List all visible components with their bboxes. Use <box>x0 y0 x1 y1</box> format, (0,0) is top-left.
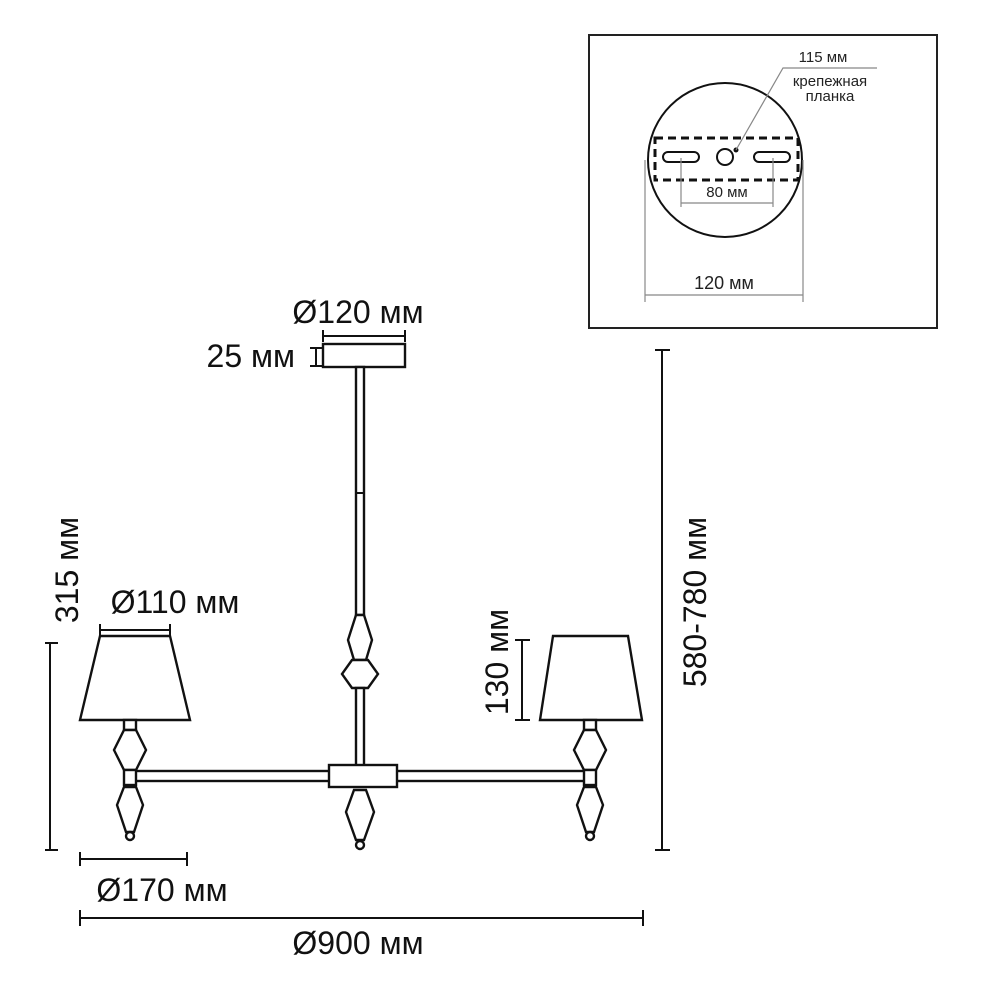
canopy-diameter-line <box>322 330 406 342</box>
right-ornament <box>572 728 608 772</box>
leader-label: 115 мм <box>799 49 848 66</box>
mounting-bracket <box>653 136 800 182</box>
left-ornament <box>112 728 148 772</box>
canopy-height-line <box>310 347 322 367</box>
lamp-diameter-line <box>79 852 188 866</box>
center-ornament-disc <box>340 658 380 690</box>
center-finial <box>354 839 366 851</box>
arm-height-line <box>45 642 58 851</box>
total-diameter-label: Ø900 мм <box>292 925 423 961</box>
right-finial <box>584 830 596 842</box>
lamp-diameter-label: Ø170 мм <box>96 872 227 908</box>
left-pendant <box>115 785 145 834</box>
right-socket <box>582 718 598 732</box>
slot-spacing-dimension <box>680 158 774 207</box>
canopy-circle <box>647 82 803 238</box>
rod <box>354 365 366 617</box>
dimensions: Ø120 мм 25 мм Ø110 мм 315 мм 130 мм 580-… <box>45 294 713 961</box>
leader-line <box>735 67 877 151</box>
total-diameter-line <box>79 910 644 926</box>
left-socket <box>122 718 138 732</box>
mounting-slot-right <box>753 151 791 163</box>
inset-frame <box>588 34 938 329</box>
arm-height-label: 315 мм <box>49 517 85 623</box>
bracket-label-line2: планка <box>806 88 855 105</box>
left-finial <box>124 830 136 842</box>
bracket-label-line1: крепежная <box>793 73 867 90</box>
shade-height-label: 130 мм <box>479 609 515 715</box>
right-neck <box>582 768 598 787</box>
center-hub <box>327 763 399 789</box>
right-lampshade <box>538 634 644 722</box>
mounting-plate-inset: 115 мм крепежная планка 80 мм 120 мм <box>588 34 938 329</box>
canopy <box>321 342 407 369</box>
total-height-line <box>655 349 670 851</box>
canopy-width-label: 120 мм <box>694 273 754 293</box>
shade-diameter-line <box>99 624 171 636</box>
shade-height-line <box>515 639 530 721</box>
chandelier <box>78 342 644 851</box>
slot-spacing-label: 80 мм <box>706 184 747 201</box>
rod-lower <box>354 686 366 768</box>
center-hole <box>716 148 734 166</box>
center-ornament-upper <box>346 613 374 662</box>
canopy-diameter-label: Ø120 мм <box>292 294 423 330</box>
total-height-label: 580-780 мм <box>677 517 713 687</box>
center-pendant <box>344 788 376 842</box>
right-pendant <box>575 785 605 834</box>
shade-diameter-label: Ø110 мм <box>111 584 240 620</box>
canopy-height-label: 25 мм <box>207 338 295 374</box>
canopy-width-dimension <box>644 160 804 302</box>
left-lampshade <box>78 634 192 722</box>
left-neck <box>122 768 138 787</box>
